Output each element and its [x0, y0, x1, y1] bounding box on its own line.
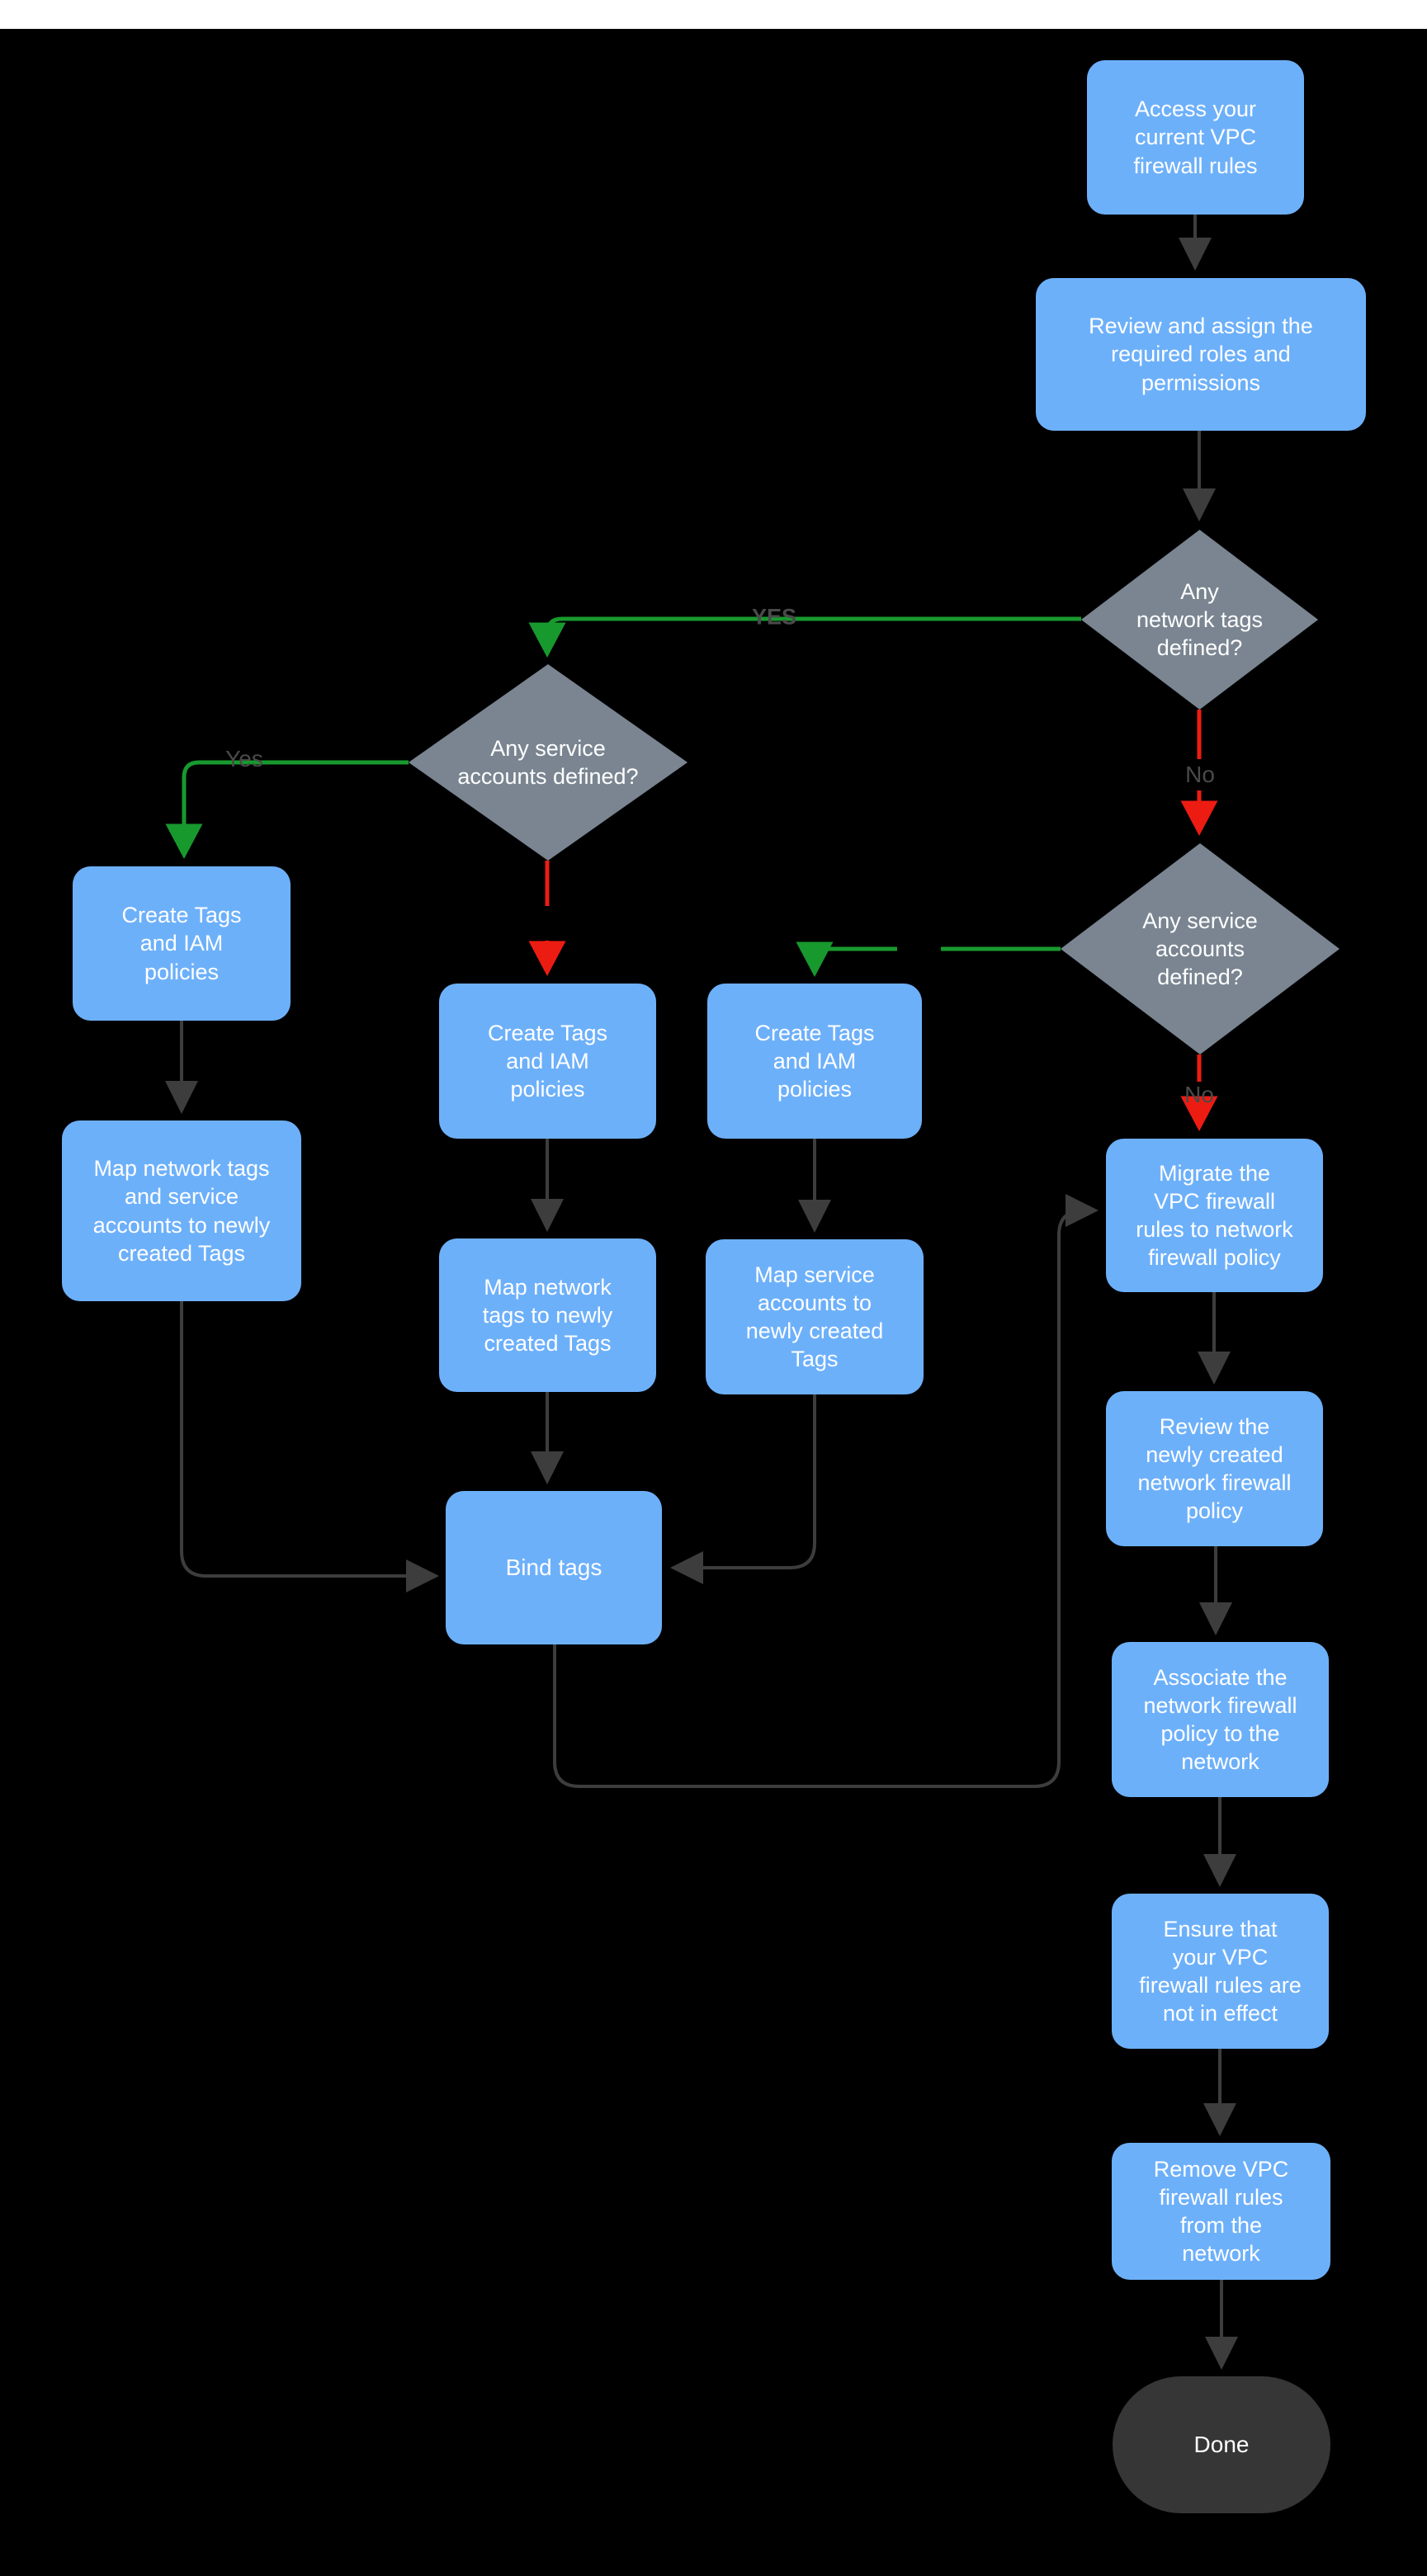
edge-yes-service-accounts-left: [165, 760, 409, 859]
edge-map-both-to-bind: [180, 1301, 439, 1592]
node-map-tags-and-service-accounts: Map network tags and service accounts to…: [62, 1121, 301, 1301]
edge-label-no-service-accounts: No: [1184, 1082, 1214, 1107]
node-create-tags-iam-mid: Create Tags and IAM policies: [439, 984, 656, 1139]
edge-yes-network-tags: [528, 616, 1081, 658]
edge-label-yes-service-accounts: Yes: [225, 746, 263, 771]
node-migrate-vpc-rules: Migrate the VPC firewall rules to networ…: [1106, 1139, 1323, 1292]
node-remove-vpc-rules: Remove VPC firewall rules from the netwo…: [1112, 2143, 1330, 2280]
node-bind-tags: Bind tags: [446, 1491, 662, 1644]
node-access-vpc-firewall-rules: Access your current VPC firewall rules: [1087, 60, 1304, 215]
node-review-new-policy: Review the newly created network firewal…: [1106, 1391, 1323, 1546]
edge-map-service-to-bind: [670, 1394, 816, 1584]
edge-label-yes-network-tags: YES: [751, 604, 797, 630]
edge-yes-service-accounts-right: [815, 949, 1061, 973]
edge-label-no-network-tags: No: [1185, 762, 1215, 787]
node-create-tags-iam-right: Create Tags and IAM policies: [707, 984, 922, 1139]
node-done: Done: [1113, 2376, 1330, 2513]
node-map-network-tags: Map network tags to newly created Tags: [439, 1238, 656, 1392]
top-white-bar: [0, 0, 1427, 29]
node-map-service-accounts: Map service accounts to newly created Ta…: [706, 1239, 924, 1394]
node-ensure-rules-not-in-effect: Ensure that your VPC firewall rules are …: [1112, 1894, 1329, 2049]
edge-bind-to-migrate: [553, 1194, 1099, 1788]
node-create-tags-iam-left: Create Tags and IAM policies: [73, 866, 291, 1021]
node-associate-policy: Associate the network firewall policy to…: [1112, 1642, 1329, 1797]
node-review-assign-roles: Review and assign the required roles and…: [1036, 278, 1366, 431]
